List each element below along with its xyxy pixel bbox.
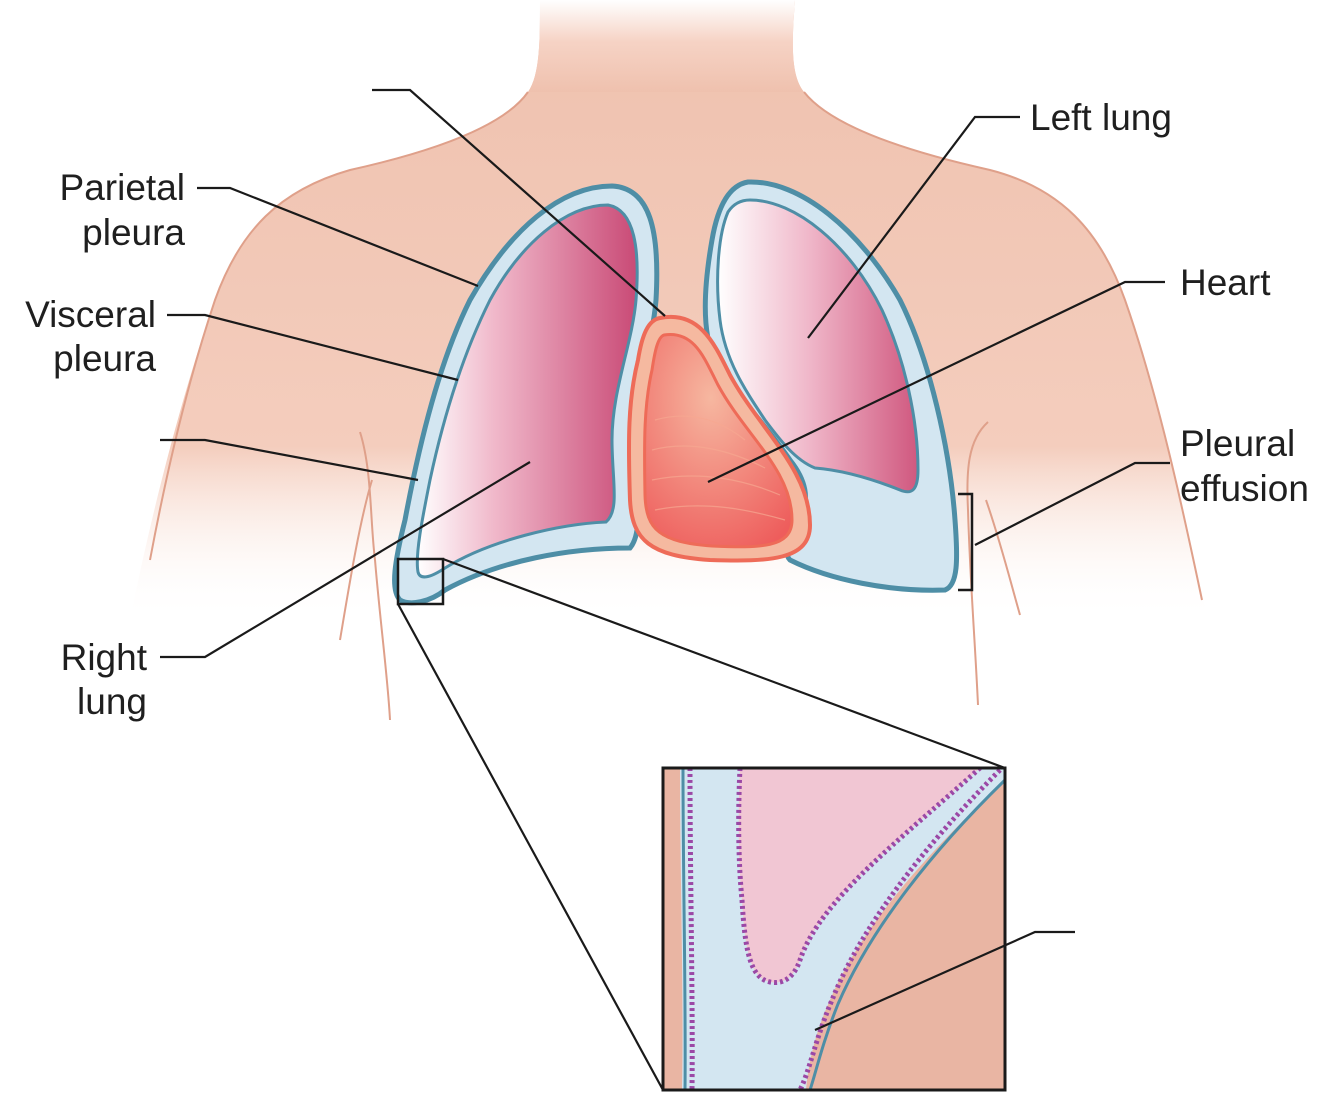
parietal-pleura-label-2: pleura	[82, 212, 185, 253]
right-lung-label-1: Right	[61, 637, 148, 678]
inset-magnified-view	[663, 768, 1005, 1090]
pleural-effusion-label-2: effusion	[1180, 468, 1309, 509]
right-lung-label-2: lung	[77, 681, 147, 722]
heart-label: Heart	[1180, 262, 1271, 303]
visceral-pleura-label-2: pleura	[53, 338, 156, 379]
left-lung-label: Left lung	[1030, 97, 1172, 138]
parietal-pleura-label-1: Parietal	[60, 167, 185, 208]
zoom-line-left	[398, 604, 663, 1090]
pleural-effusion-label-1: Pleural	[1180, 423, 1295, 464]
neck	[528, 0, 804, 92]
visceral-pleura-label-1: Visceral	[25, 294, 156, 335]
